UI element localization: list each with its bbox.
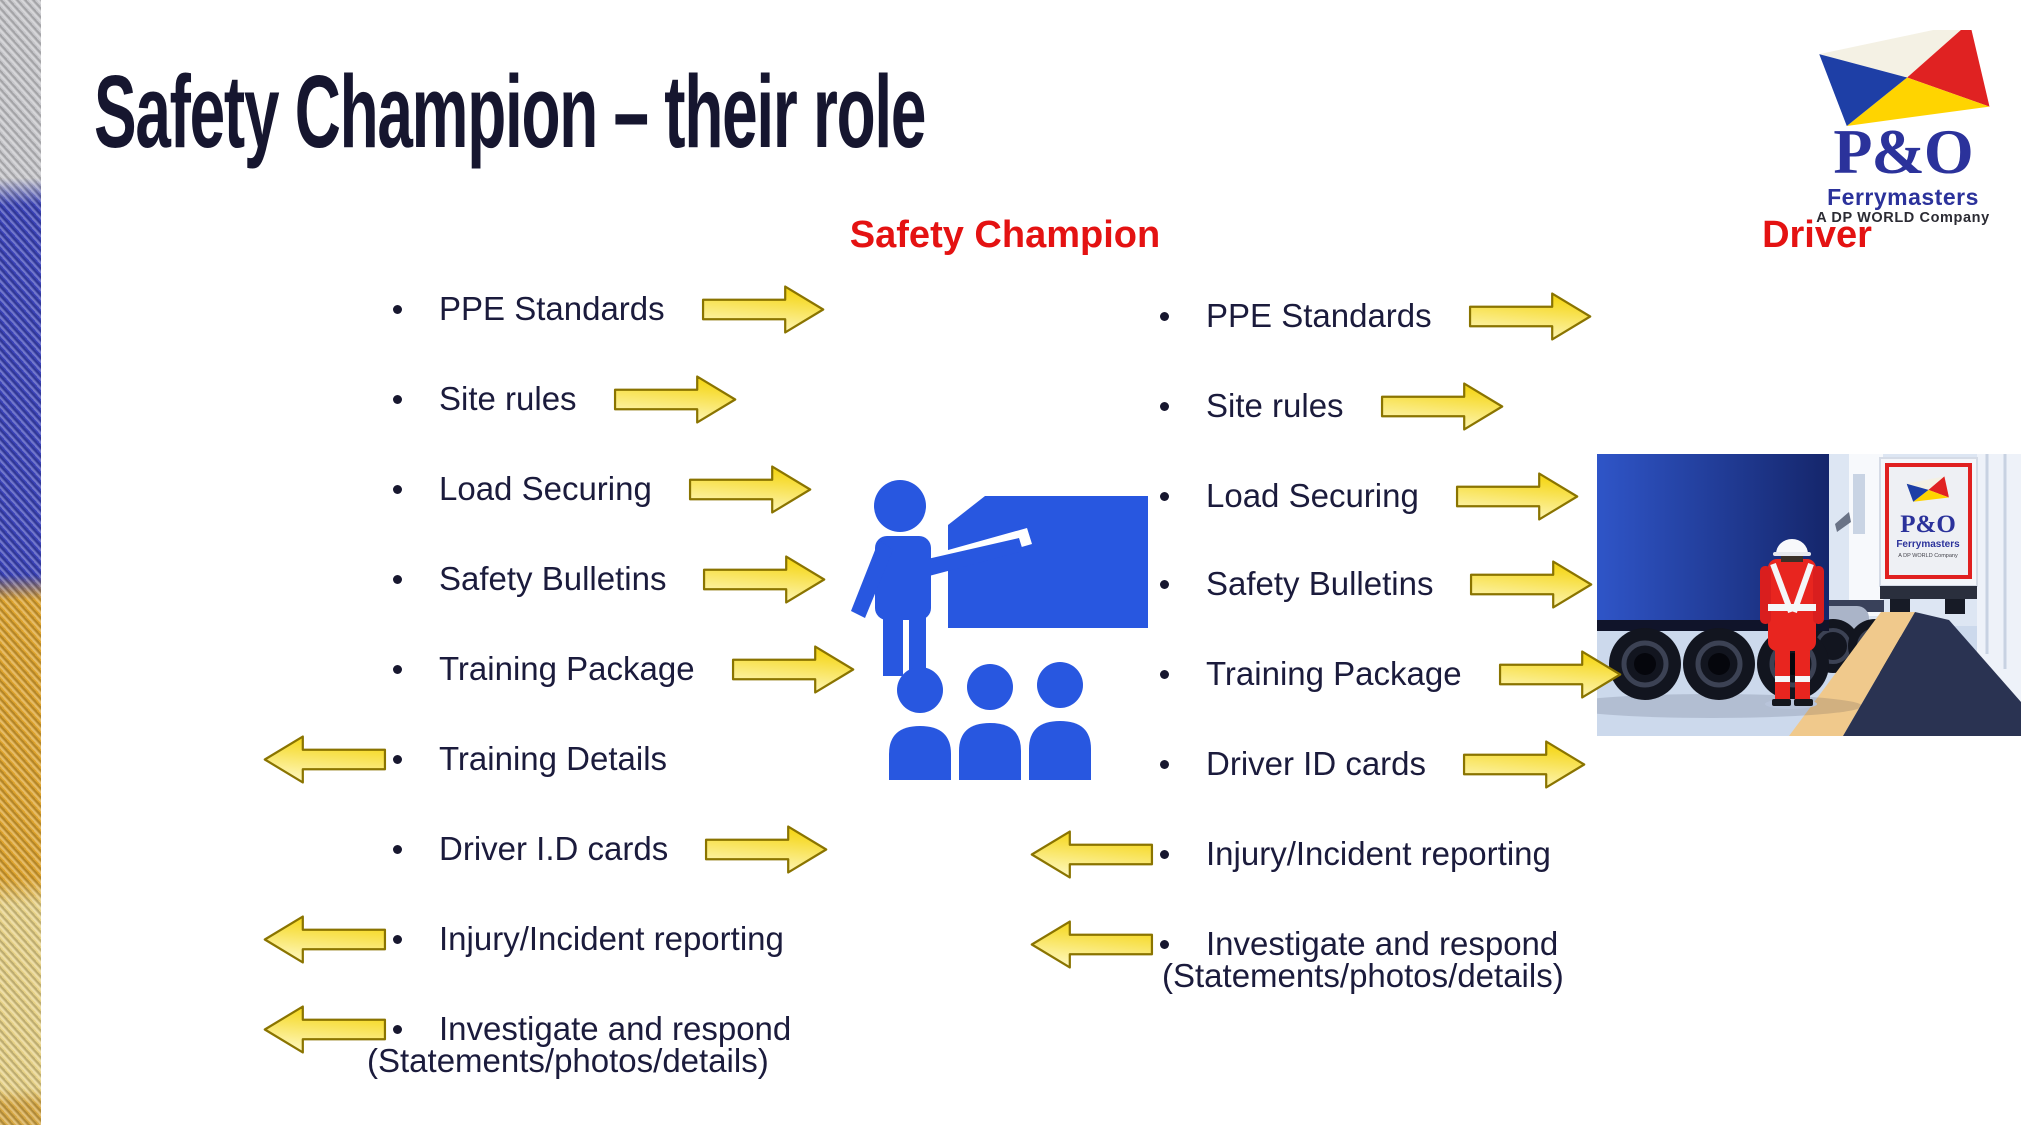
list-item: Training Package bbox=[255, 638, 863, 700]
block-arrow-left-icon bbox=[1022, 918, 1160, 971]
block-arrow-right-icon bbox=[1374, 380, 1512, 433]
bullet-dot bbox=[393, 664, 402, 674]
list-item-label: Investigate and respond bbox=[1206, 925, 1559, 962]
bullet-dot bbox=[1160, 491, 1169, 501]
list-item: Training Details bbox=[255, 728, 667, 790]
list-item-label: Training Package bbox=[439, 650, 695, 687]
list-item-label: Driver I.D cards bbox=[439, 830, 669, 867]
column-heading-driver: Driver bbox=[1762, 214, 1872, 256]
list-item: Injury/Incident reporting bbox=[255, 908, 784, 970]
list-item: Safety Bulletins bbox=[1022, 553, 1601, 615]
list-item-label: Investigate and respond bbox=[439, 1010, 792, 1047]
bullet-dot bbox=[393, 844, 402, 854]
list-item: Investigate and respond (Statements/phot… bbox=[255, 998, 792, 1079]
list-item: Investigate and respond (Statements/phot… bbox=[1022, 913, 1564, 994]
list-item-label: PPE Standards bbox=[439, 290, 665, 327]
bullet-dot bbox=[1160, 759, 1169, 769]
list-item: PPE Standards bbox=[1022, 285, 1600, 347]
column-heading-safety-champion: Safety Champion bbox=[849, 214, 1161, 256]
bullet-dot bbox=[393, 484, 402, 494]
block-arrow-left-icon bbox=[255, 913, 393, 966]
list-item-label: Safety Bulletins bbox=[439, 560, 667, 597]
list-item: Injury/Incident reporting bbox=[1022, 823, 1551, 885]
bullet-dot bbox=[1160, 311, 1169, 321]
list-item-label: Safety Bulletins bbox=[1206, 565, 1434, 602]
bullet-dot bbox=[1160, 401, 1169, 411]
bullet-dot bbox=[393, 394, 402, 404]
bullet-dot bbox=[393, 934, 402, 944]
block-arrow-right-icon bbox=[695, 283, 833, 336]
bullet-dot bbox=[1160, 579, 1169, 589]
list-item-label: Load Securing bbox=[1206, 477, 1419, 514]
list-item: Safety Bulletins bbox=[255, 548, 834, 610]
bullet-dot bbox=[393, 574, 402, 584]
list-item-label-line2: (Statements/photos/details) bbox=[367, 1042, 769, 1079]
list-item-label: Site rules bbox=[439, 380, 577, 417]
block-arrow-right-icon bbox=[725, 643, 863, 696]
bullet-dot bbox=[1160, 939, 1169, 949]
block-arrow-right-icon bbox=[696, 553, 834, 606]
block-arrow-right-icon bbox=[698, 823, 836, 876]
safety-training-presenter-icon bbox=[851, 480, 1148, 780]
list-item-label: Driver ID cards bbox=[1206, 745, 1427, 782]
svg-text:Ferrymasters: Ferrymasters bbox=[1896, 539, 1960, 550]
block-arrow-right-icon bbox=[1492, 648, 1630, 701]
bullet-dot bbox=[1160, 849, 1169, 859]
pno-house-flag-icon bbox=[1815, 30, 1993, 126]
svg-text:P&O: P&O bbox=[1900, 511, 1956, 538]
block-arrow-right-icon bbox=[682, 463, 820, 516]
block-arrow-right-icon bbox=[1462, 290, 1600, 343]
fabric-texture-strip bbox=[0, 0, 41, 1125]
brand-logo: P&O Ferrymasters A DP WORLD Company bbox=[1793, 24, 2013, 226]
brand-division: Ferrymasters bbox=[1827, 184, 1979, 210]
list-item: Driver I.D cards bbox=[255, 818, 836, 880]
list-item: Site rules bbox=[255, 368, 745, 430]
block-arrow-left-icon bbox=[1022, 828, 1160, 881]
block-arrow-right-icon bbox=[1449, 470, 1587, 523]
list-item: Load Securing bbox=[1022, 465, 1587, 527]
bullet-dot bbox=[1160, 669, 1169, 679]
bullet-dot bbox=[393, 754, 402, 764]
bullet-dot bbox=[393, 304, 402, 314]
list-item-label: PPE Standards bbox=[1206, 297, 1432, 334]
block-arrow-right-icon bbox=[607, 373, 745, 426]
brand-tagline: A DP WORLD Company bbox=[1816, 210, 1990, 226]
list-item-label: Site rules bbox=[1206, 387, 1344, 424]
worker-figure bbox=[1760, 539, 1824, 709]
block-arrow-right-icon bbox=[1463, 558, 1601, 611]
list-item-label: Load Securing bbox=[439, 470, 652, 507]
brand-name: P&O bbox=[1833, 116, 1973, 187]
list-item-label-line2: (Statements/photos/details) bbox=[1162, 957, 1564, 994]
list-item-label: Injury/Incident reporting bbox=[1206, 835, 1551, 872]
truck-yard-illustration: P&O Ferrymasters A DP WORLD Company bbox=[1597, 454, 2021, 736]
list-item: Load Securing bbox=[255, 458, 820, 520]
page-title: Safety Champion – their role bbox=[94, 54, 926, 169]
block-arrow-left-icon bbox=[255, 733, 393, 786]
svg-text:A DP WORLD Company: A DP WORLD Company bbox=[1898, 553, 1958, 559]
list-item-label: Training Package bbox=[1206, 655, 1462, 692]
list-item-label: Training Details bbox=[439, 740, 668, 777]
list-item: Site rules bbox=[1022, 375, 1512, 437]
list-item: Driver ID cards bbox=[1022, 733, 1594, 795]
list-item: Training Package bbox=[1022, 643, 1630, 705]
block-arrow-right-icon bbox=[1456, 738, 1594, 791]
list-item: PPE Standards bbox=[255, 278, 833, 340]
list-item-label: Injury/Incident reporting bbox=[439, 920, 784, 957]
bullet-dot bbox=[393, 1024, 402, 1034]
